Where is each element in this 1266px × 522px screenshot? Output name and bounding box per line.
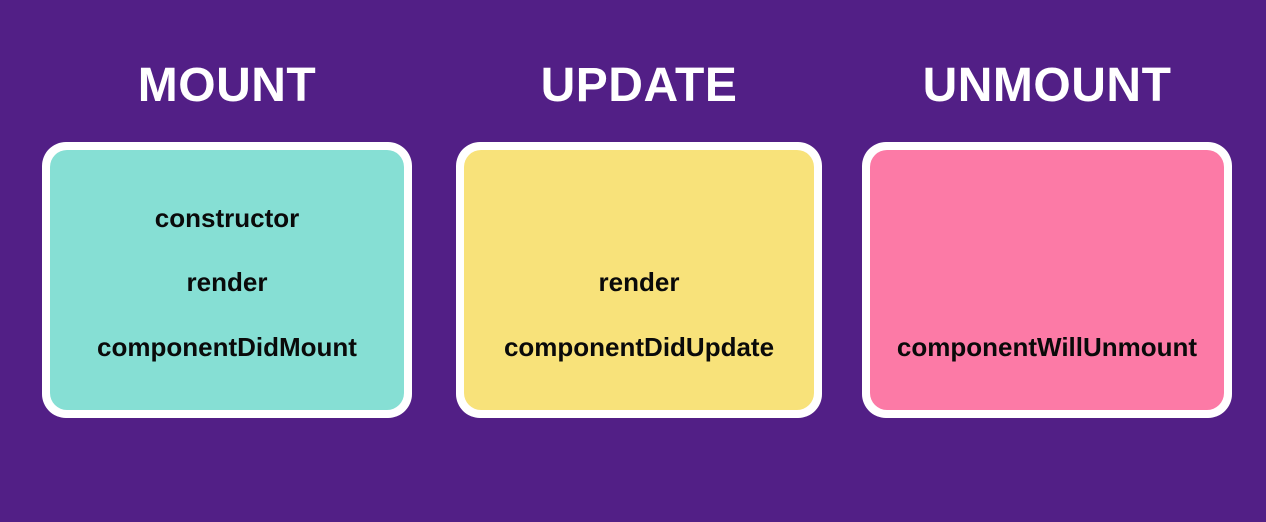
method-item: constructor bbox=[154, 203, 300, 233]
phase-card-surface-update: render componentDidUpdate bbox=[464, 150, 814, 410]
phase-column-mount: MOUNT constructor render componentDidMou… bbox=[42, 0, 412, 522]
phase-column-unmount: UNMOUNT componentWillUnmount bbox=[862, 0, 1232, 522]
phase-card-unmount: componentWillUnmount bbox=[862, 142, 1232, 418]
phase-heading-mount: MOUNT bbox=[137, 59, 317, 112]
method-item: componentWillUnmount bbox=[896, 332, 1198, 362]
phase-card-update: render componentDidUpdate bbox=[456, 142, 822, 418]
method-item: componentDidMount bbox=[97, 332, 357, 362]
method-list-update: render componentDidUpdate bbox=[464, 150, 814, 410]
method-item: render bbox=[186, 267, 268, 297]
phase-card-mount: constructor render componentDidMount bbox=[42, 142, 412, 418]
phase-card-surface-unmount: componentWillUnmount bbox=[870, 150, 1224, 410]
phase-heading-update: UPDATE bbox=[540, 59, 738, 112]
method-item: componentDidUpdate bbox=[503, 332, 775, 362]
phase-column-update: UPDATE render componentDidUpdate bbox=[456, 0, 822, 522]
method-item: render bbox=[598, 267, 680, 297]
method-list-mount: constructor render componentDidMount bbox=[50, 150, 404, 410]
phase-heading-unmount: UNMOUNT bbox=[922, 59, 1172, 112]
phase-card-surface-mount: constructor render componentDidMount bbox=[50, 150, 404, 410]
method-list-unmount: componentWillUnmount bbox=[870, 150, 1224, 410]
